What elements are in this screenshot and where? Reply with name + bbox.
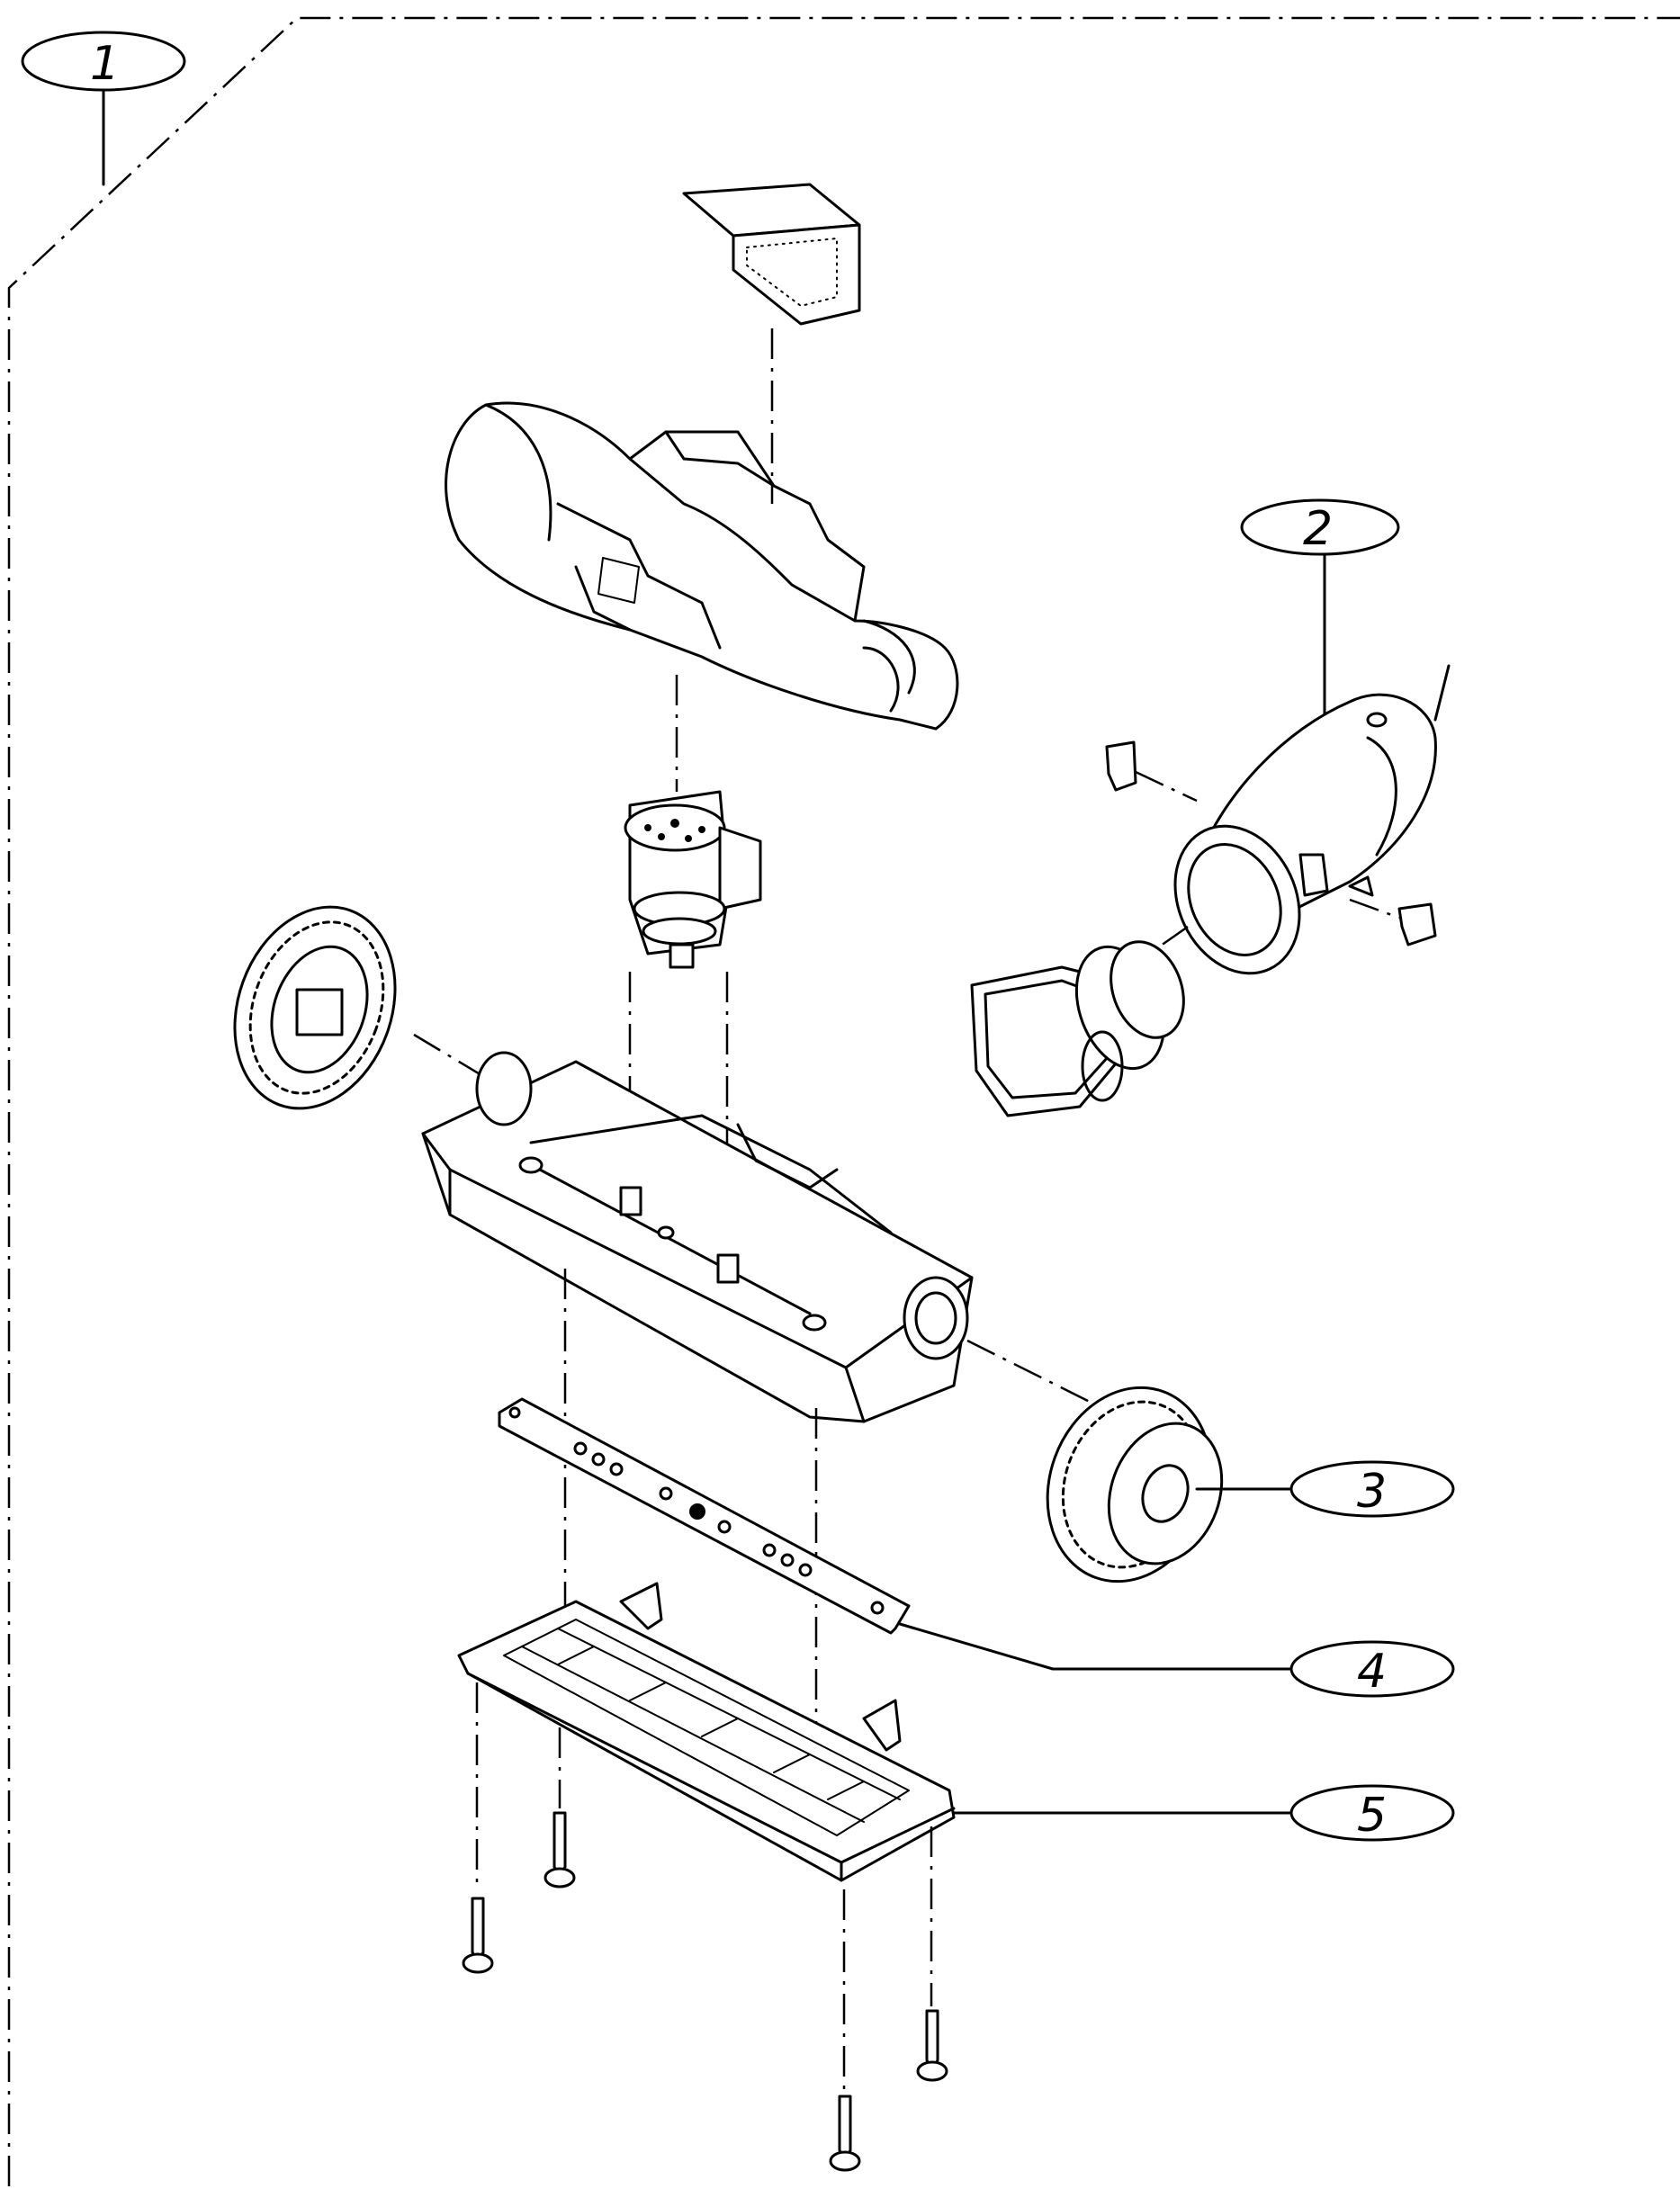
screw-3	[829, 2095, 861, 2172]
screws	[462, 1682, 948, 2172]
upper-housing-cover	[445, 401, 959, 792]
assembly-frame	[7, 16, 1680, 2186]
screw-4	[916, 2009, 948, 2082]
callout-2-label: 2	[1303, 502, 1333, 556]
callout-4: 4	[1289, 1640, 1455, 1699]
filter-cartridge	[682, 183, 861, 504]
callout-1-label: 1	[90, 37, 120, 91]
callout-3: 3	[1195, 1460, 1455, 1519]
callout-5: 5	[1289, 1784, 1455, 1843]
hose-neck-assembly: 2	[970, 498, 1451, 1117]
mounting-plate	[498, 1397, 1293, 1671]
screw-2	[544, 1811, 576, 1888]
callout-1: 1	[21, 31, 186, 186]
callout-5-label: 5	[1357, 1789, 1387, 1843]
left-wheel	[233, 905, 505, 1110]
screw-1	[462, 1897, 494, 1974]
motor-assembly	[624, 790, 762, 1260]
right-wheel	[966, 1339, 1224, 1583]
callout-4-label: 4	[1357, 1645, 1387, 1699]
bottom-plate	[457, 1582, 1293, 1882]
callout-3-label: 3	[1357, 1465, 1387, 1519]
